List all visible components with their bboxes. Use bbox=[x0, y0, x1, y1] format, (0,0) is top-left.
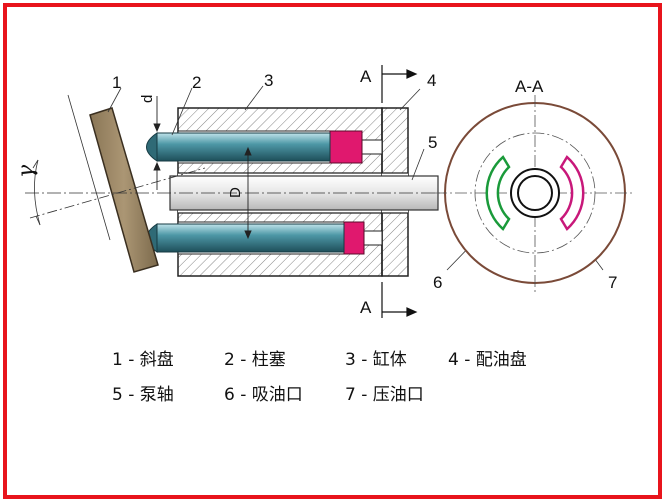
legend-6: 6 - 吸油口 bbox=[224, 385, 303, 405]
piston-head-upper bbox=[146, 132, 158, 162]
chamber-lower bbox=[343, 221, 365, 255]
piston-upper bbox=[156, 132, 331, 162]
swashplate bbox=[89, 107, 159, 273]
swash-reference-line bbox=[29, 167, 206, 219]
legend-1: 1 - 斜盘 bbox=[112, 350, 174, 370]
angle-gamma-label: γ bbox=[14, 164, 39, 178]
section-mark-top: A bbox=[360, 67, 372, 86]
swash-face-extension bbox=[67, 94, 111, 241]
section-mark-bottom: A bbox=[360, 298, 372, 317]
section-view-title: A-A bbox=[515, 77, 544, 96]
dimension-d bbox=[153, 96, 161, 190]
legend-3: 3 - 缸体 bbox=[345, 350, 407, 370]
suction-port-kidney bbox=[485, 155, 511, 231]
callout-6: 6 bbox=[433, 273, 442, 292]
callout-5: 5 bbox=[428, 133, 437, 152]
callout-7: 7 bbox=[608, 273, 617, 292]
callout-3: 3 bbox=[264, 71, 273, 90]
legend-5: 5 - 泵轴 bbox=[112, 385, 174, 405]
dimension-D bbox=[244, 146, 252, 240]
legend-7: 7 - 压油口 bbox=[345, 385, 424, 405]
legend-2: 2 - 柱塞 bbox=[224, 350, 286, 370]
dim-D-label: D bbox=[227, 187, 244, 198]
callout-4: 4 bbox=[427, 71, 436, 90]
section-cut-marks bbox=[381, 65, 418, 318]
pressure-port-kidney bbox=[559, 155, 585, 231]
callout-1: 1 bbox=[112, 73, 121, 92]
legend-4: 4 - 配油盘 bbox=[448, 350, 527, 370]
angle-arc bbox=[34, 159, 41, 226]
dim-d-label: d bbox=[139, 95, 156, 103]
callout-2: 2 bbox=[192, 73, 201, 92]
shaft-bore-inner bbox=[517, 175, 553, 211]
piston-lower bbox=[156, 223, 345, 253]
chamber-upper bbox=[329, 130, 363, 164]
section-view-aa bbox=[435, 95, 635, 295]
